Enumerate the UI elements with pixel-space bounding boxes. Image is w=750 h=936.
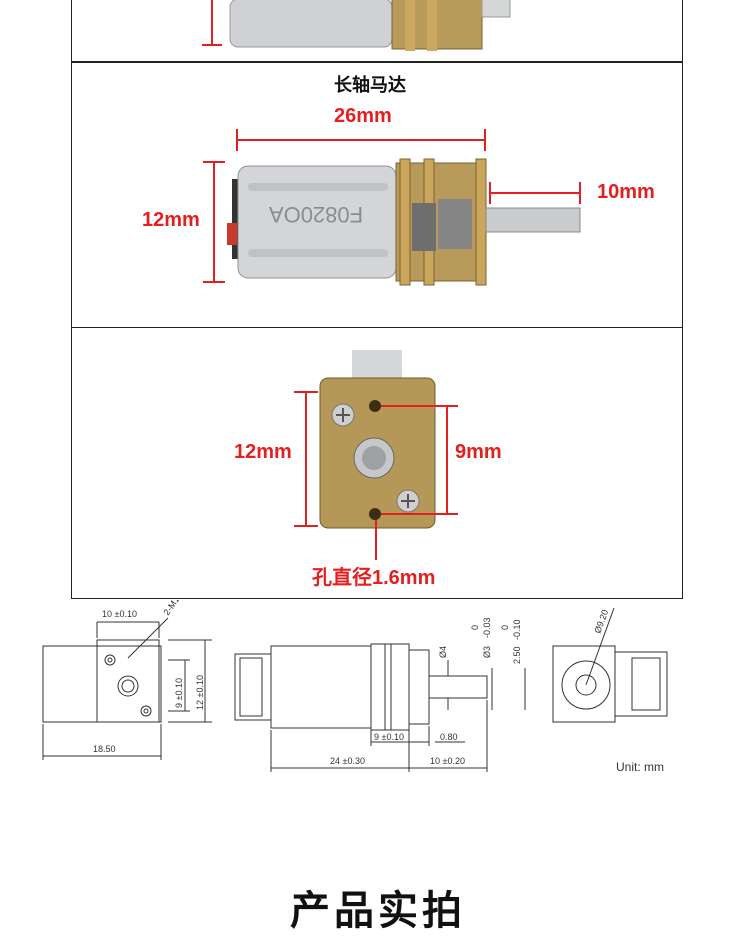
dim-gap: 0.80 xyxy=(440,732,458,742)
dim-rear-diam: Ø9.20 xyxy=(592,608,610,634)
dim-gear-len: 9 ±0.10 xyxy=(374,732,404,742)
long-shaft-title: 长轴马达 xyxy=(334,75,406,96)
height-dimension-label: 12mm xyxy=(142,209,200,231)
unit-label: Unit: mm xyxy=(616,760,664,774)
dim-diam3: Ø3 xyxy=(482,646,492,658)
end-height-label: 12mm xyxy=(234,441,292,463)
dim-depth: 18.50 xyxy=(93,744,116,754)
dim-tol-a-bot: -0.03 xyxy=(482,617,492,638)
product-photos-heading: 产品实拍 xyxy=(290,888,466,934)
dim-height-tol: 12 ±0.10 xyxy=(195,675,205,710)
motor-photo-top xyxy=(202,0,511,51)
long-shaft-panel: 长轴马达 26mm 12mm 10mm F0820OA xyxy=(71,62,683,328)
dim-shaft-len: 10 ±0.20 xyxy=(430,756,465,766)
dim-diam4: Ø4 xyxy=(438,646,448,658)
dim-thread: 2-M1.6 xyxy=(161,600,185,617)
end-view-panel: 12mm 9mm 孔直径1.6mm xyxy=(71,327,683,599)
dim-hole-tol: 9 ±0.10 xyxy=(174,678,184,708)
shaft-dimension-label: 10mm xyxy=(597,181,655,203)
dim-tol-b-top: 0 xyxy=(500,625,510,630)
dim-motor-len: 24 ±0.30 xyxy=(330,756,365,766)
dim-flat: 2.50 xyxy=(512,646,522,664)
top-photo-panel xyxy=(71,0,683,62)
hole-spacing-label: 9mm xyxy=(455,441,502,463)
motor-photo-end-view xyxy=(294,350,458,560)
technical-drawing: 10 ±0.10 2-M1.6 9 ±0.10 12 ±0.10 18.50 9… xyxy=(42,600,668,772)
dim-tol-a-top: 0 xyxy=(470,625,480,630)
hole-diameter-label: 孔直径1.6mm xyxy=(312,567,436,589)
length-dimension-label: 26mm xyxy=(334,105,392,127)
motor-photo-long-shaft: F0820OA xyxy=(203,129,581,286)
dim-tol-b-bot: -0.10 xyxy=(512,619,522,640)
motor-marking: F0820OA xyxy=(269,202,363,227)
dim-width-tol: 10 ±0.10 xyxy=(102,609,137,619)
